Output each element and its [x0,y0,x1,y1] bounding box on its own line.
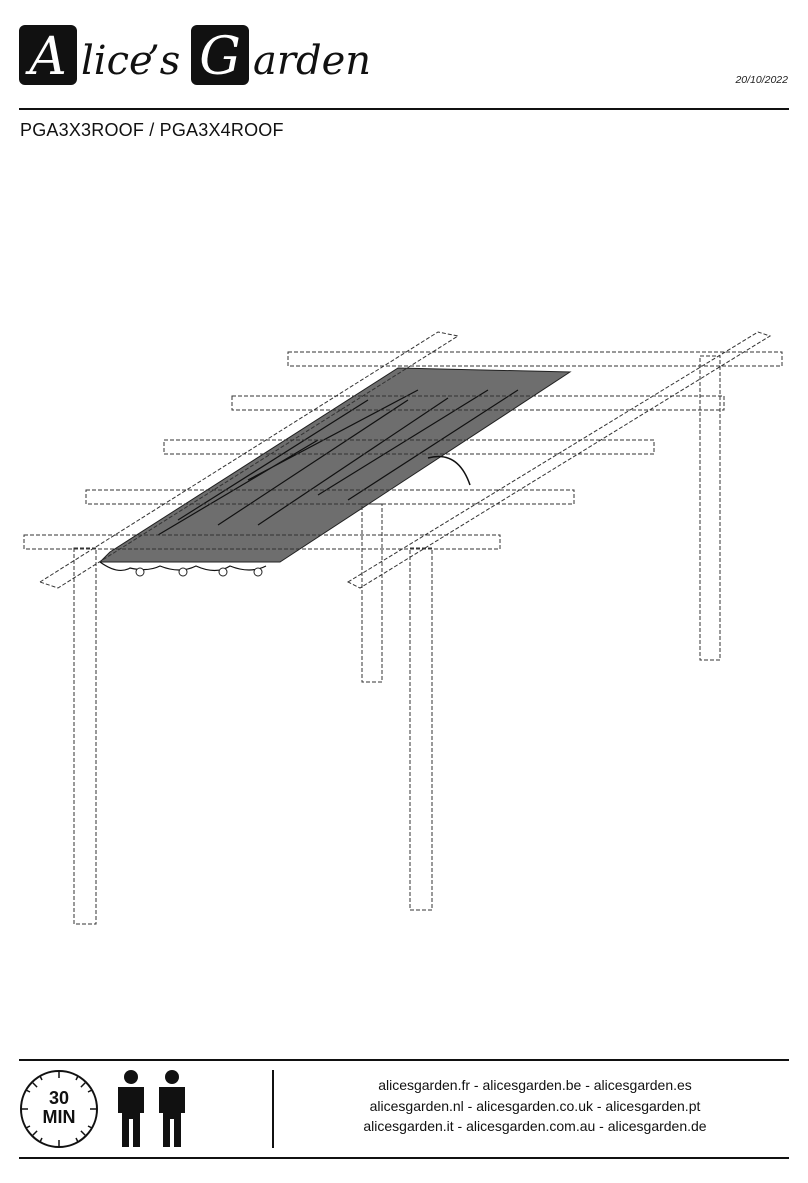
logo-text-s: ’s [147,38,180,84]
website-line: alicesgarden.it - alicesgarden.com.au - … [363,1118,707,1134]
assembly-time-number: 30 [48,1088,70,1108]
footer-separator [272,1070,274,1148]
header-divider [19,108,789,110]
footer-divider-top [19,1059,789,1061]
side-beams [38,331,772,589]
logo-text-lice: lice [81,38,153,84]
brand-logo: A lice ’s G arden [19,22,369,88]
website-list: alicesgarden.fr - alicesgarden.be - alic… [285,1075,785,1137]
rafters [23,351,783,550]
product-codes: PGA3X3ROOF / PGA3X4ROOF [20,120,284,140]
website-line: alicesgarden.fr - alicesgarden.be - alic… [378,1077,692,1093]
document-date: 20/10/2022 [735,74,788,86]
logo-text-arden: arden [253,38,369,84]
website-line: alicesgarden.nl - alicesgarden.co.uk - a… [369,1097,701,1114]
posts [73,355,721,925]
person-icon [155,1069,189,1149]
footer-divider-bottom [19,1157,789,1159]
person-icon [114,1069,148,1149]
pergola-illustration [18,320,788,932]
logo-letter-a: A [25,27,67,87]
assembly-time-clock: 30 MIN [18,1068,100,1150]
assembly-time-unit: MIN [42,1107,76,1127]
clock-icon [20,1070,98,1148]
logo-letter-g: G [199,27,241,87]
shade-cloth [98,367,572,577]
